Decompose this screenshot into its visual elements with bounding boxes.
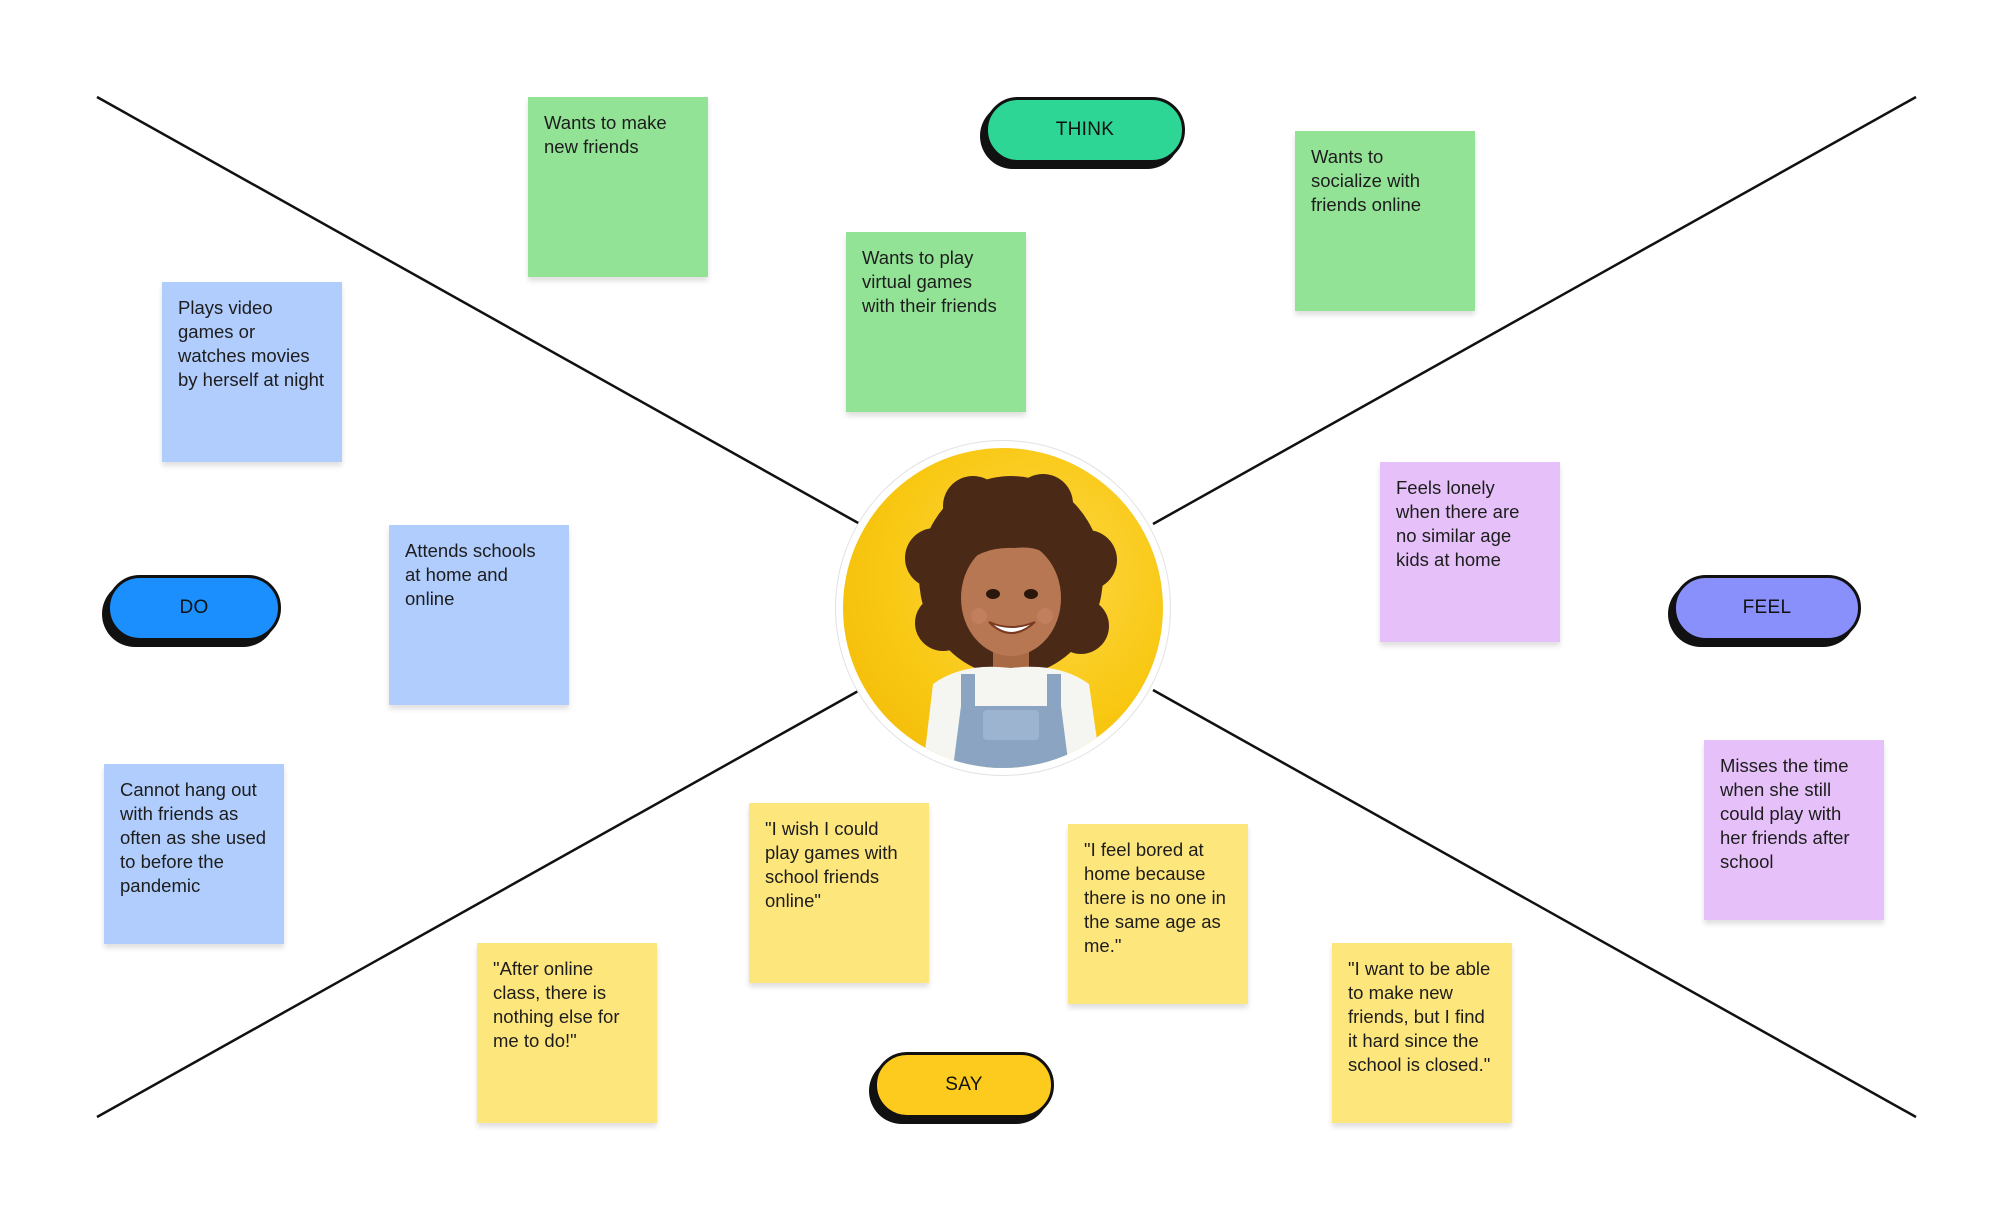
divider-line-bottom-left: [96, 688, 861, 1119]
divider-line-top-right: [1152, 95, 1917, 526]
feel-note-lonely[interactable]: Feels lonely when there are no similar a…: [1380, 462, 1560, 642]
say-note-make-new-friends[interactable]: "I want to be able to make new friends, …: [1332, 943, 1512, 1123]
think-note-virtual-games[interactable]: Wants to play virtual games with their f…: [846, 232, 1026, 412]
divider-line-top-left: [96, 95, 861, 526]
say-label[interactable]: SAY: [874, 1052, 1054, 1118]
think-label[interactable]: THINK: [985, 97, 1185, 163]
persona-avatar[interactable]: [843, 448, 1163, 768]
think-note-make-friends[interactable]: Wants to make new friends: [528, 97, 708, 277]
say-note-wish-play-games[interactable]: "I wish I could play games with school f…: [749, 803, 929, 983]
feel-note-misses-time[interactable]: Misses the time when she still could pla…: [1704, 740, 1884, 920]
say-note-feel-bored[interactable]: "I feel bored at home because there is n…: [1068, 824, 1248, 1004]
feel-label[interactable]: FEEL: [1673, 575, 1861, 641]
think-note-socialize-online[interactable]: Wants to socialize with friends online: [1295, 131, 1475, 311]
say-note-after-online-class[interactable]: "After online class, there is nothing el…: [477, 943, 657, 1123]
do-label[interactable]: DO: [107, 575, 281, 641]
do-note-cannot-hang-out[interactable]: Cannot hang out with friends as often as…: [104, 764, 284, 944]
persona-portrait-image: [905, 474, 1117, 768]
do-note-attends-school[interactable]: Attends schools at home and online: [389, 525, 569, 705]
divider-line-bottom-right: [1152, 688, 1917, 1119]
do-note-video-games[interactable]: Plays video games or watches movies by h…: [162, 282, 342, 462]
